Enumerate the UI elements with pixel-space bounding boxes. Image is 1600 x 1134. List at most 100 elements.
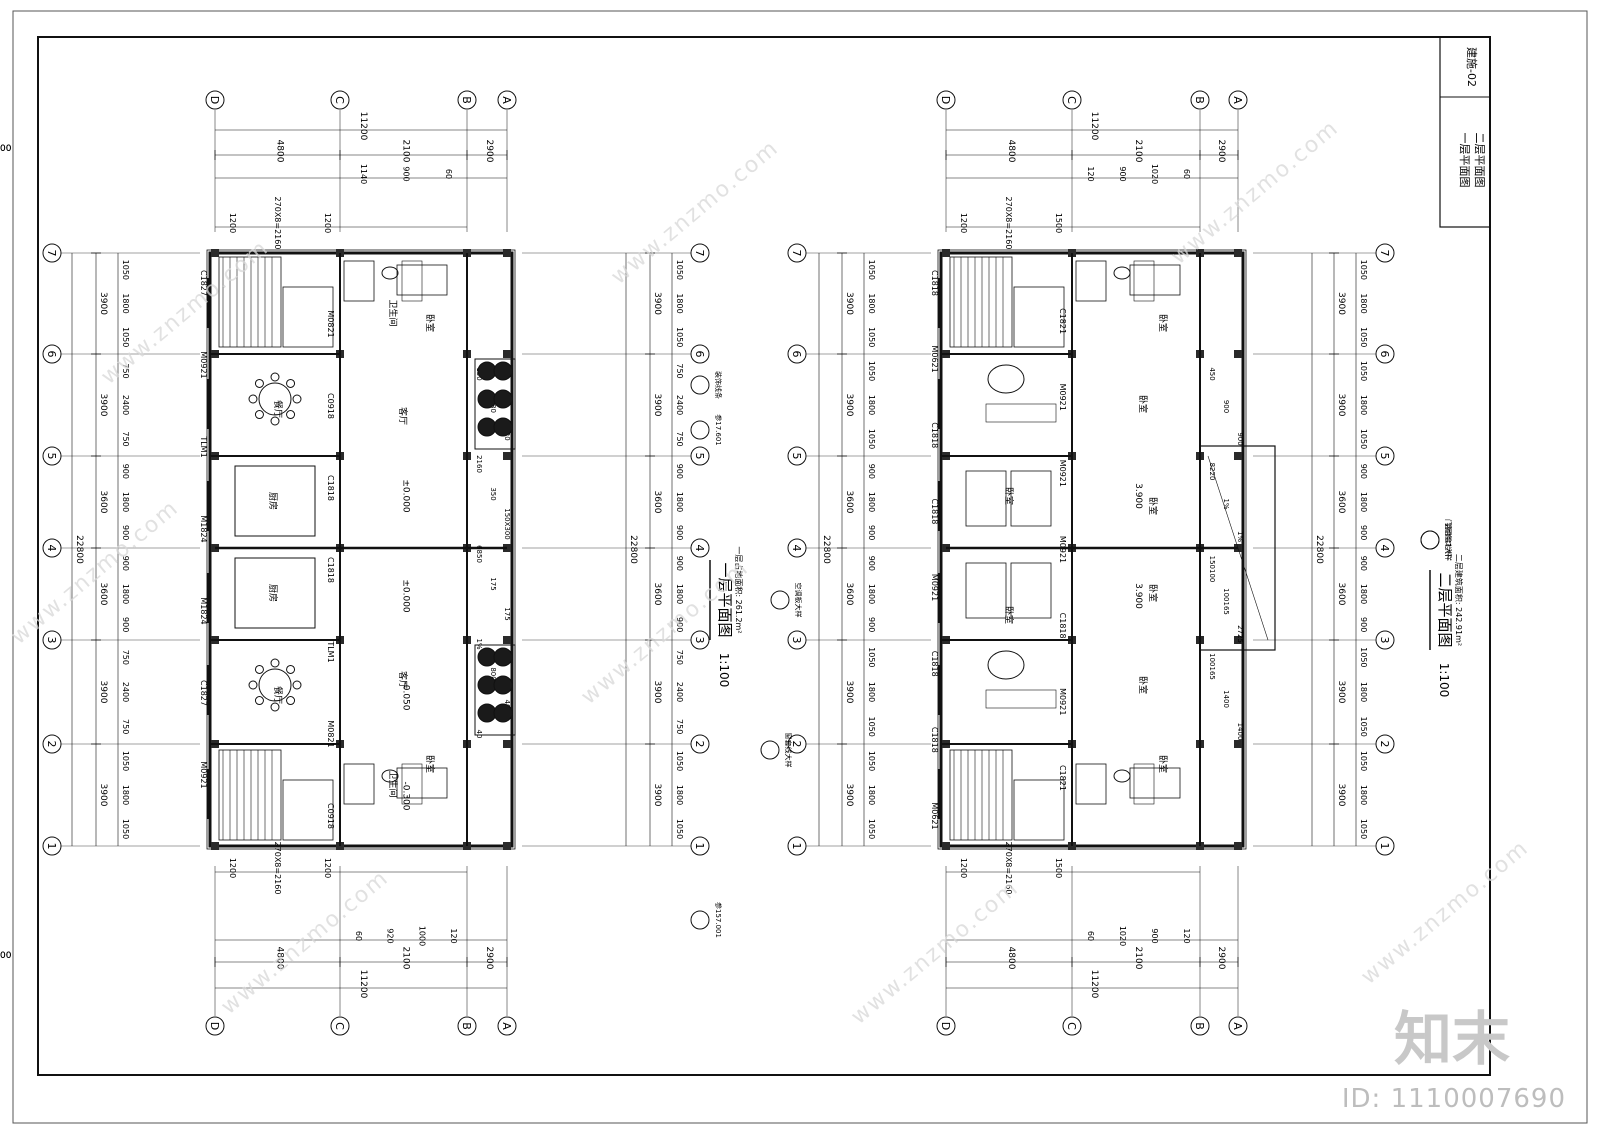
chair (292, 680, 302, 690)
room-label: 卫生间 (387, 770, 399, 797)
grid-letter: D (208, 96, 221, 104)
balcony (1199, 445, 1276, 651)
detail-dim: 60 (1182, 169, 1191, 179)
bed (1010, 562, 1052, 619)
stair-dim: 1200 (228, 858, 237, 878)
side-dim: 3900 (98, 394, 108, 417)
toilet (1113, 769, 1131, 783)
main-dim: 4800 (1006, 140, 1016, 163)
grid-number: 5 (790, 453, 803, 460)
side-detail-dim: 1800 (867, 492, 876, 512)
plant-symbol (477, 389, 497, 409)
side-detail-dim: 1050 (867, 716, 876, 736)
level-label: 3.900 (1133, 583, 1143, 609)
note-label: 150100 (1208, 556, 1216, 583)
grid-number: 2 (693, 741, 706, 748)
grid-bubble-top (330, 90, 350, 110)
grid-letter: A (1231, 1022, 1244, 1030)
note-label: 8220 (1208, 463, 1216, 481)
side-detail-dim: 900 (867, 556, 876, 571)
grid-number: 1 (45, 843, 58, 850)
side-detail-dim: 750 (121, 363, 130, 378)
note-label: 1% (1236, 531, 1244, 542)
callout-label: 窗套线大样 (784, 733, 793, 768)
side-detail-dim: 1050 (867, 327, 876, 347)
grid-bubble-bottom (205, 1016, 225, 1036)
plan-scale: 1:100 (717, 653, 731, 688)
side-dim: 3900 (844, 292, 854, 315)
room-label: 卧室 (1147, 584, 1159, 602)
railing (985, 403, 1057, 423)
grid-letter: C (1065, 1022, 1078, 1030)
grid-letter: A (500, 96, 513, 104)
side-detail-dim: 2400 (121, 395, 130, 415)
side-detail-dim: 1800 (867, 293, 876, 313)
callout-bubble (760, 740, 780, 760)
note-label: 2725 (1236, 625, 1244, 643)
side-dim: 3600 (1336, 491, 1346, 514)
structural-column (1234, 249, 1242, 257)
side-detail-dim: 900 (121, 617, 130, 632)
opening-label: C1821 (1058, 765, 1067, 791)
note-label: 175 (489, 577, 497, 590)
side-detail-dim: 900 (675, 556, 684, 571)
note-label: 1% (475, 638, 483, 649)
note-label: 900 (1236, 432, 1244, 445)
sheet-code: 建施-02 (1465, 47, 1479, 87)
grid-bubble-bottom (497, 1016, 517, 1036)
sofa-symbol (987, 364, 1025, 394)
opening-label: C1821 (1058, 308, 1067, 334)
chair (254, 410, 264, 420)
bed (965, 562, 1007, 619)
note-label: 100165 (1208, 653, 1216, 680)
grid-number: 7 (45, 250, 58, 257)
grid-bubble-top (1228, 90, 1248, 110)
room-label: 客厅 (397, 671, 409, 689)
callout-label: 装饰线条 (714, 371, 723, 399)
stair-outline (218, 256, 282, 348)
side-dim: 3900 (1336, 784, 1346, 807)
opening-label: M0821 (326, 310, 335, 337)
toilet (1113, 266, 1131, 280)
opening-label: M0621 (930, 346, 939, 373)
note-label: 175 (503, 607, 511, 620)
grid-bubble-top (936, 90, 956, 110)
grid-bubble-top (497, 90, 517, 110)
main-dim: 2100 (401, 140, 411, 163)
side-dim: 3900 (652, 784, 662, 807)
detail-dim: 900 (402, 166, 411, 181)
sofa-symbol (987, 650, 1025, 680)
opening-label: C0918 (326, 393, 335, 419)
plan-title: 一层平面图 (716, 562, 734, 637)
plan-title: 二层平面图 (1436, 572, 1454, 647)
grid-bubble-bottom (936, 1016, 956, 1036)
side-detail-dim: 900 (1359, 464, 1368, 479)
sheet-title-2: 二层平面图 (1473, 133, 1486, 188)
room-label: 卧室 (1003, 487, 1015, 505)
grid-letter: B (460, 1022, 473, 1030)
grid-number: 3 (693, 637, 706, 644)
planter (474, 358, 516, 450)
side-detail-dim: 1050 (1359, 751, 1368, 771)
shower-tray (1133, 763, 1155, 805)
room-label: 厨房 (267, 584, 279, 602)
side-detail-dim: 1050 (867, 819, 876, 839)
stair-dim: 270X8=2160 (1004, 197, 1013, 250)
side-detail-dim: 900 (867, 464, 876, 479)
overall-depth-dim: 22800 (821, 535, 831, 564)
opening-label: C1818 (326, 475, 335, 501)
side-detail-dim: 1800 (675, 492, 684, 512)
side-dim: 3600 (98, 491, 108, 514)
level-label: ±0.000 (401, 579, 411, 613)
opening-label: C1818 (1058, 613, 1067, 639)
overall-width-dim: 11200 (1089, 970, 1099, 999)
document-id: ID: 1110007690 (1341, 1084, 1566, 1114)
grid-number: 6 (1378, 351, 1391, 358)
stair-dim: 270X8=2160 (273, 197, 282, 250)
level-label: -0.300 (401, 781, 411, 810)
dining-table (258, 668, 292, 702)
side-dim: 3600 (1336, 583, 1346, 606)
grid-number: 5 (45, 453, 58, 460)
detail-dim: 1140 (359, 164, 368, 184)
